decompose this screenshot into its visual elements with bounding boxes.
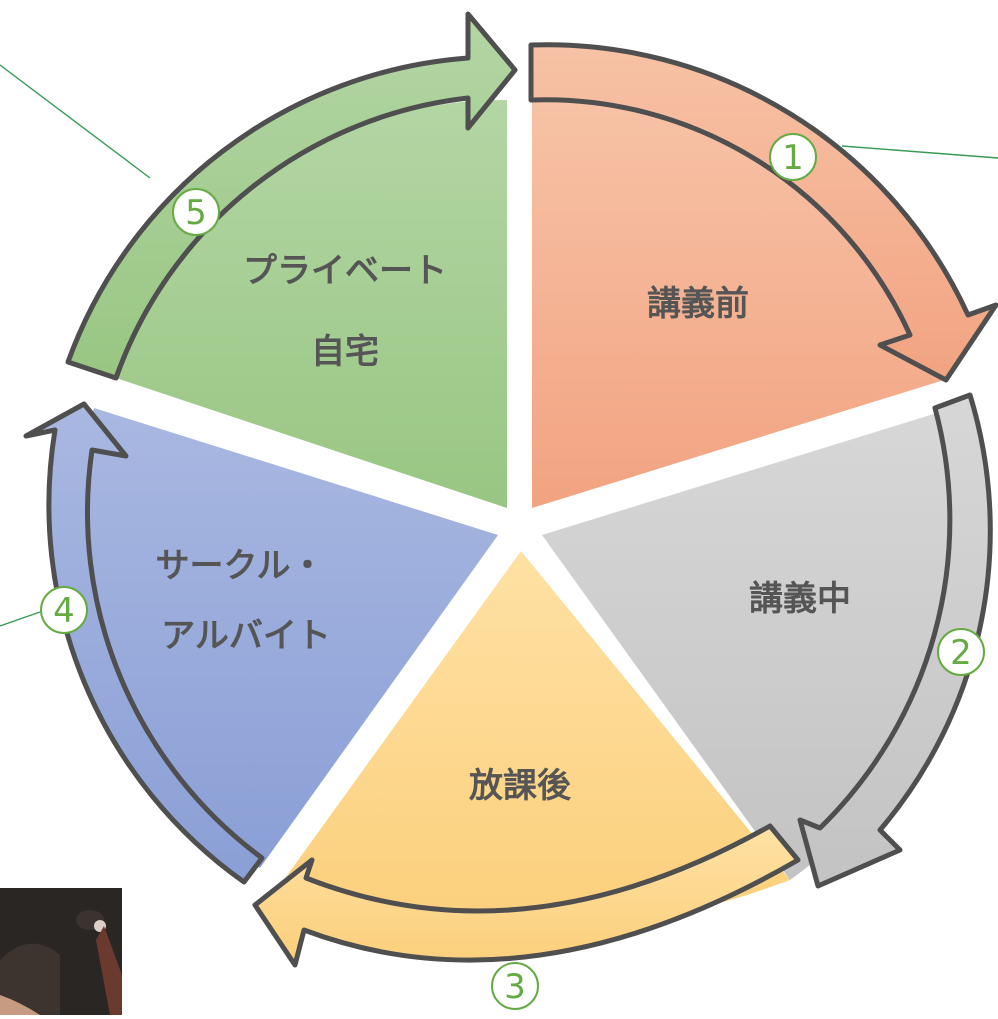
leader-line-4 <box>0 611 41 627</box>
segment-labels: 講義前 講義中 放課後 サークル・ アルバイト プライベート 自宅 <box>156 251 851 806</box>
label-club: サークル・ <box>156 546 325 586</box>
wedge-private-home <box>116 99 507 508</box>
arrow-3 <box>252 823 801 968</box>
photo-fragment <box>0 888 122 1015</box>
label-home: 自宅 <box>311 332 379 372</box>
label-private: プライベート <box>243 251 447 291</box>
marker-5: 5 <box>172 188 220 236</box>
markers: 1 2 3 4 5 <box>40 133 985 1010</box>
wedge-after-school <box>278 551 790 933</box>
leader-line-1 <box>841 145 998 159</box>
marker-3: 3 <box>491 962 539 1010</box>
wedge-club-parttime <box>76 408 498 868</box>
cycle-arrows <box>23 11 998 968</box>
arrow-4 <box>23 401 265 885</box>
label-parttime: アルバイト <box>161 616 331 656</box>
marker-2-label: 2 <box>950 633 972 673</box>
label-before-lecture: 講義前 <box>647 284 749 324</box>
wedge-during-lecture <box>542 412 963 880</box>
marker-1: 1 <box>769 133 817 181</box>
marker-2: 2 <box>937 628 985 676</box>
arrow-1 <box>528 42 998 383</box>
leader-lines <box>0 64 998 627</box>
marker-3-label: 3 <box>504 967 526 1007</box>
marker-4-label: 4 <box>53 591 75 631</box>
label-during-lecture: 講義中 <box>749 579 851 619</box>
marker-4: 4 <box>40 586 88 634</box>
wedges <box>76 99 963 933</box>
label-after-school: 放課後 <box>469 766 572 806</box>
wedge-before-lecture <box>532 99 944 508</box>
marker-5-label: 5 <box>185 193 207 233</box>
marker-1-label: 1 <box>782 138 804 178</box>
arrow-5 <box>65 11 518 381</box>
leader-line-5 <box>0 64 151 179</box>
